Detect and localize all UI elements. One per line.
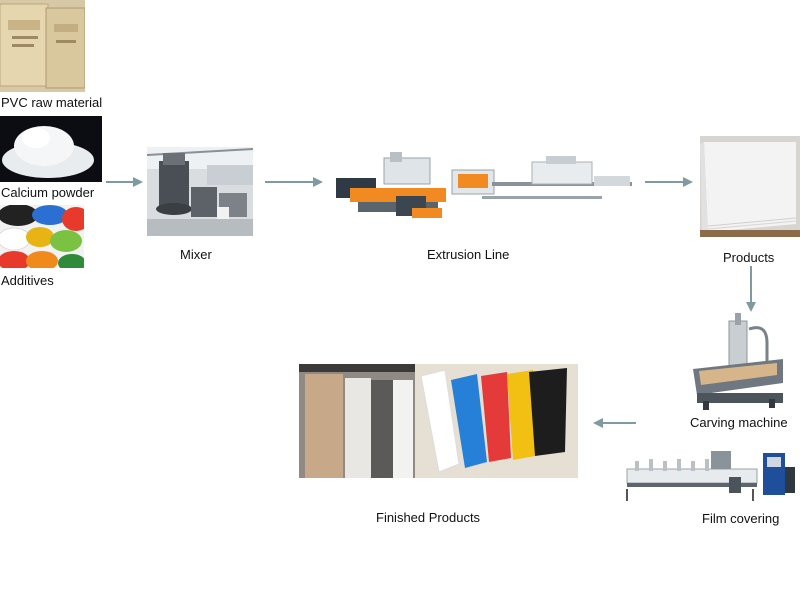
- products-label: Products: [723, 250, 775, 265]
- arrow-inputs-to-mixer: [106, 177, 143, 187]
- finished-products-photo: [299, 364, 578, 478]
- carving-machine-photo: [689, 313, 787, 410]
- calcium-powder-photo: [0, 116, 102, 182]
- arrow-mixer-to-extrusion: [265, 177, 323, 187]
- arrow-film-to-finished: [593, 418, 636, 428]
- arrow-products-to-carving: [746, 266, 756, 312]
- extrusion-line-label: Extrusion Line: [427, 247, 510, 262]
- products-photo: [700, 136, 800, 237]
- finished-products-label: Finished Products: [376, 510, 481, 525]
- extrusion-line-photo: [332, 152, 635, 227]
- carving-machine-label: Carving machine: [690, 415, 788, 430]
- additives-label: Additives: [1, 273, 54, 288]
- film-covering-label: Film covering: [702, 511, 780, 526]
- film-covering-photo: [625, 447, 800, 501]
- pvc-raw-material-label: PVC raw material: [1, 95, 103, 110]
- mixer-photo: [147, 147, 253, 236]
- mixer-label: Mixer: [180, 247, 212, 262]
- pvc-raw-material-photo: [0, 0, 85, 92]
- arrow-extrusion-to-products: [645, 177, 693, 187]
- calcium-powder-label: Calcium powder: [1, 185, 95, 200]
- additives-photo: [0, 205, 84, 268]
